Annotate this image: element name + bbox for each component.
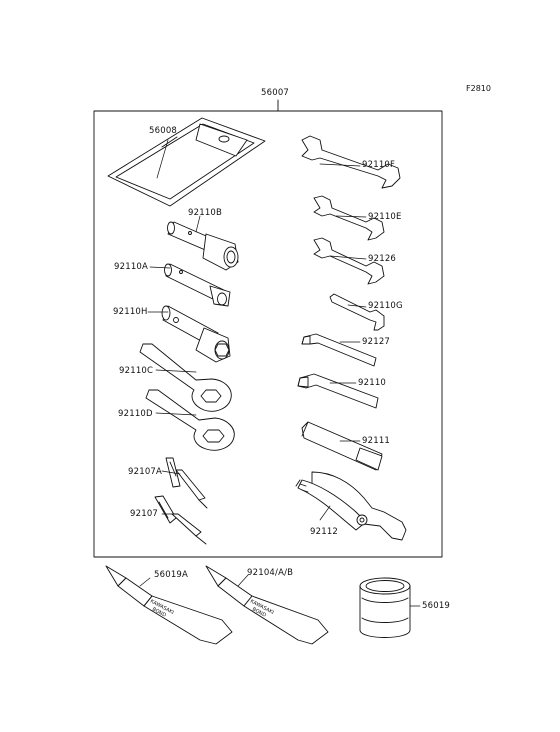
open-spanner-92110e xyxy=(314,196,384,240)
part-label-56008: 56008 xyxy=(149,126,178,136)
hex-key-92127 xyxy=(302,334,376,366)
ring-spanner-92110d xyxy=(146,390,234,450)
figure-code: F2810 xyxy=(466,84,491,93)
open-spanner-92110f xyxy=(302,136,400,188)
assembly-label: 56007 xyxy=(261,88,290,98)
part-label-92111: 92111 xyxy=(362,436,391,446)
pliers-92112 xyxy=(296,472,406,540)
handle-92111 xyxy=(302,422,382,470)
part-label-92110b: 92110B xyxy=(188,208,223,218)
part-label-92127: 92127 xyxy=(362,337,391,347)
sealant-can-56019 xyxy=(360,578,410,638)
part-label-92107a: 92107A xyxy=(128,467,163,477)
part-label-92107: 92107 xyxy=(130,509,159,519)
part-label-92104: 92104/A/B xyxy=(247,568,294,578)
tool-pouch-56008 xyxy=(108,118,265,206)
part-label-92110: 92110 xyxy=(358,378,387,388)
open-spanner-92110g xyxy=(330,294,384,330)
ring-spanner-92110c xyxy=(140,344,231,411)
box-spanner-92110b xyxy=(168,222,239,270)
part-label-92112: 92112 xyxy=(310,527,339,537)
part-label-92110a: 92110A xyxy=(114,262,149,272)
open-spanner-92126 xyxy=(314,238,384,284)
part-label-92110g: 92110G xyxy=(368,301,403,311)
part-label-92110h: 92110H xyxy=(113,307,148,317)
leader-lines xyxy=(140,140,420,606)
hex-key-92110 xyxy=(298,374,378,408)
screwdriver-92107 xyxy=(155,496,206,544)
part-label-92110e: 92110E xyxy=(368,212,402,222)
kit-frame xyxy=(94,111,442,557)
part-label-92110f: 92110F xyxy=(362,160,396,170)
bond-tube-56019a xyxy=(106,566,232,644)
part-label-92110c: 92110C xyxy=(119,366,154,376)
screwdriver-92107a xyxy=(166,458,207,508)
part-label-92110d: 92110D xyxy=(118,409,153,419)
box-spanner-92110h xyxy=(162,306,230,362)
bond-tube-92104 xyxy=(206,566,328,644)
part-label-92126: 92126 xyxy=(368,254,397,264)
tommy-bar-92110a xyxy=(165,264,231,306)
part-label-56019: 56019 xyxy=(422,601,451,611)
part-label-56019a: 56019A xyxy=(154,570,189,580)
